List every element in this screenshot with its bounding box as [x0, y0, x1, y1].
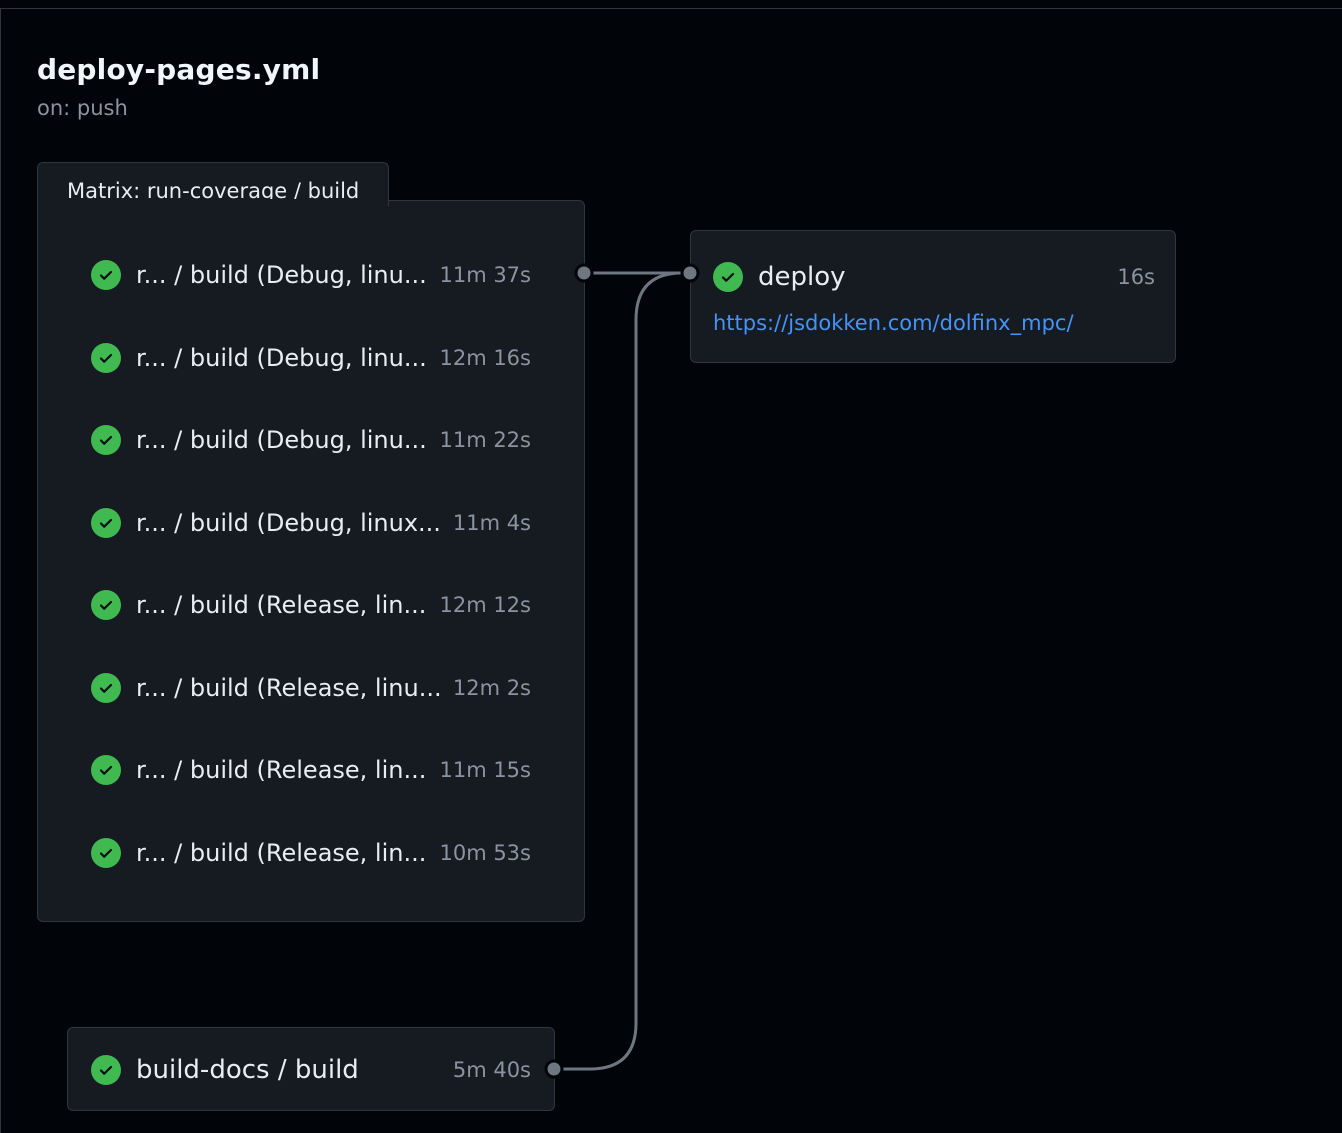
- success-check-icon: [91, 1055, 121, 1085]
- success-check-icon: [91, 755, 121, 785]
- job-name: build-docs / build: [136, 1055, 359, 1085]
- success-check-icon: [91, 260, 121, 290]
- matrix-job-row[interactable]: r... / build (Debug, linux... 11m 4s: [91, 503, 531, 543]
- job-duration: 11m 22s: [439, 428, 531, 452]
- job-name: r... / build (Debug, linu...: [136, 344, 427, 372]
- job-duration: 11m 37s: [439, 263, 531, 287]
- matrix-job-row[interactable]: r... / build (Release, lin... 12m 12s: [91, 585, 531, 625]
- job-name: r... / build (Debug, linu...: [136, 261, 427, 289]
- deploy-job-row[interactable]: deploy 16s: [713, 257, 1155, 297]
- success-check-icon: [91, 673, 121, 703]
- job-name: deploy: [758, 262, 846, 292]
- matrix-group: [37, 200, 585, 922]
- success-check-icon: [91, 425, 121, 455]
- job-name: r... / build (Release, lin...: [136, 756, 427, 784]
- job-name: r... / build (Release, lin...: [136, 591, 427, 619]
- workflow-trigger: on: push: [37, 96, 128, 120]
- job-name: r... / build (Release, linu...: [136, 674, 441, 702]
- success-check-icon: [91, 343, 121, 373]
- success-check-icon: [91, 590, 121, 620]
- job-duration: 5m 40s: [452, 1058, 531, 1082]
- job-duration: 11m 4s: [452, 511, 531, 535]
- job-duration: 12m 2s: [452, 676, 531, 700]
- build-docs-job-card: build-docs / build 5m 40s: [67, 1027, 555, 1111]
- job-name: r... / build (Release, lin...: [136, 839, 427, 867]
- matrix-job-row[interactable]: r... / build (Debug, linu... 12m 16s: [91, 338, 531, 378]
- job-duration: 11m 15s: [439, 758, 531, 782]
- matrix-job-row[interactable]: r... / build (Debug, linu... 11m 37s: [91, 255, 531, 295]
- job-duration: 10m 53s: [439, 841, 531, 865]
- job-name: r... / build (Debug, linu...: [136, 426, 427, 454]
- job-duration: 16s: [1117, 265, 1155, 289]
- job-duration: 12m 12s: [439, 593, 531, 617]
- job-duration: 12m 16s: [439, 346, 531, 370]
- workflow-file-name: deploy-pages.yml: [37, 53, 321, 86]
- matrix-job-row[interactable]: r... / build (Release, lin... 10m 53s: [91, 833, 531, 873]
- success-check-icon: [91, 508, 121, 538]
- matrix-job-row[interactable]: r... / build (Debug, linu... 11m 22s: [91, 420, 531, 460]
- success-check-icon: [91, 838, 121, 868]
- deploy-job-card: deploy 16s https://jsdokken.com/dolfinx_…: [690, 230, 1176, 363]
- matrix-tab-joiner: [38, 199, 388, 203]
- build-docs-job-row[interactable]: build-docs / build 5m 40s: [91, 1050, 531, 1090]
- matrix-job-row[interactable]: r... / build (Release, lin... 11m 15s: [91, 750, 531, 790]
- job-name: r... / build (Debug, linux...: [136, 509, 441, 537]
- matrix-job-row[interactable]: r... / build (Release, linu... 12m 2s: [91, 668, 531, 708]
- success-check-icon: [713, 262, 743, 292]
- deploy-url-link[interactable]: https://jsdokken.com/dolfinx_mpc/: [713, 311, 1074, 335]
